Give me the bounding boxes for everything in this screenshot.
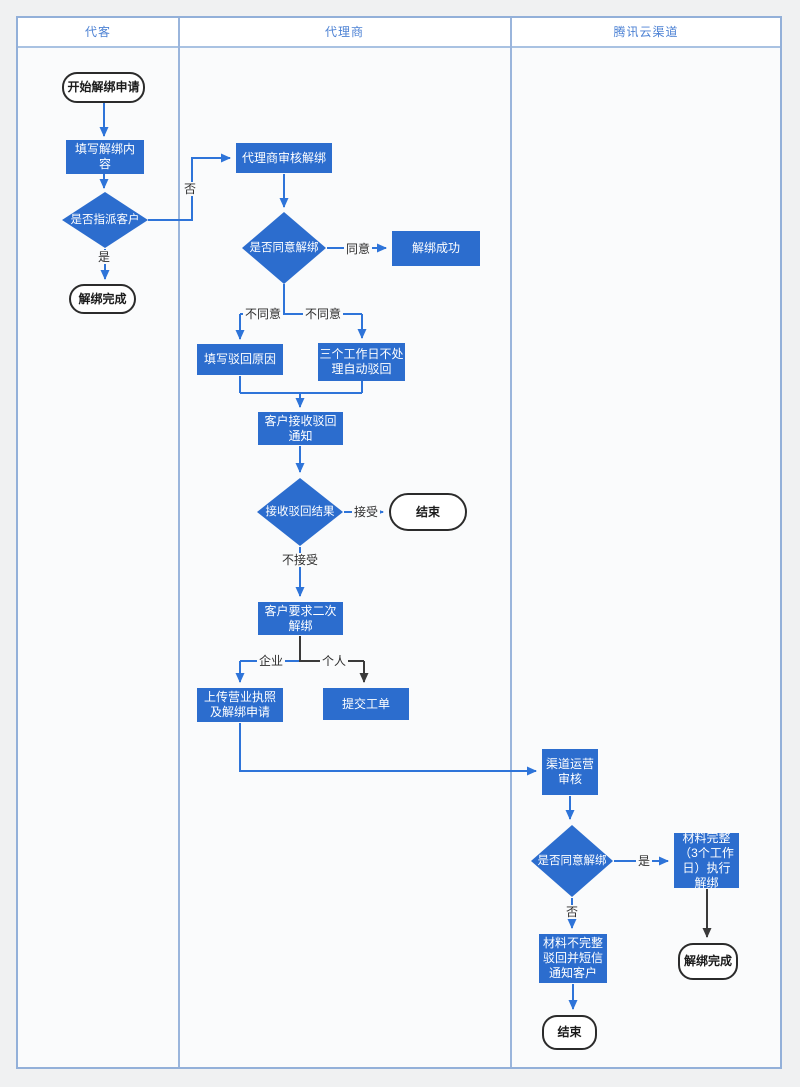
edge-label-personal: 个人: [319, 654, 349, 668]
lane-header-band: [18, 18, 780, 46]
edge-label-accept: 接受: [351, 505, 381, 519]
process-fill-reject-reason: 填写驳回原因: [197, 344, 283, 375]
lane-header-underline: [18, 46, 780, 48]
lane-divider-1: [178, 18, 180, 1067]
terminator-start-unbind: 开始解绑申请: [62, 72, 145, 103]
edge-label-no-channel: 否: [563, 905, 581, 919]
lane-title-tencent-channel: 腾讯云渠道: [613, 25, 679, 39]
diagram-canvas: [16, 16, 782, 1069]
terminator-end-agent: 结束: [389, 493, 467, 531]
process-receive-reject-notice: 客户接收驳回 通知: [258, 412, 343, 445]
terminator-unbind-done-channel: 解绑完成: [678, 943, 738, 980]
process-unbind-success: 解绑成功: [392, 231, 480, 266]
decision-label-reject-result: 接收驳回结果: [265, 506, 335, 518]
decision-label-assign-customer: 是否指派客户: [70, 214, 140, 226]
lane-title-customer: 代客: [84, 25, 111, 39]
process-material-complete-execute: 材料完整 （3个工作 日）执行 解绑: [674, 831, 739, 890]
terminator-end-channel: 结束: [542, 1015, 597, 1050]
process-submit-ticket: 提交工单: [323, 688, 409, 720]
process-agent-review: 代理商审核解绑: [236, 143, 332, 173]
process-fill-unbind-content: 填写解绑内 容: [66, 140, 144, 174]
process-second-unbind-request: 客户要求二次 解绑: [258, 602, 343, 635]
edge-label-no-assign: 否: [181, 182, 199, 196]
edge-label-agree: 同意: [343, 242, 373, 256]
terminator-unbind-done-customer: 解绑完成: [69, 284, 136, 314]
edge-label-yes-channel: 是: [635, 854, 653, 868]
process-material-incomplete-reject: 材料不完整 驳回并短信 通知客户: [539, 934, 607, 983]
process-auto-reject-3days: 三个工作日不处 理自动驳回: [318, 343, 405, 381]
edge-label-disagree-right: 不同意: [302, 307, 344, 321]
lane-title-agent: 代理商: [324, 25, 364, 39]
process-channel-review: 渠道运营 审核: [542, 749, 598, 795]
lane-divider-2: [510, 18, 512, 1067]
edge-label-not-accept: 不接受: [279, 553, 321, 567]
decision-label-agree-unbind-agent: 是否同意解绑: [249, 242, 319, 254]
process-upload-license: 上传营业执照 及解绑申请: [197, 688, 283, 722]
edge-label-disagree-left: 不同意: [242, 307, 284, 321]
edge-label-yes-assign: 是: [95, 250, 113, 264]
edge-label-enterprise: 企业: [256, 654, 286, 668]
decision-label-agree-unbind-channel: 是否同意解绑: [537, 855, 607, 867]
